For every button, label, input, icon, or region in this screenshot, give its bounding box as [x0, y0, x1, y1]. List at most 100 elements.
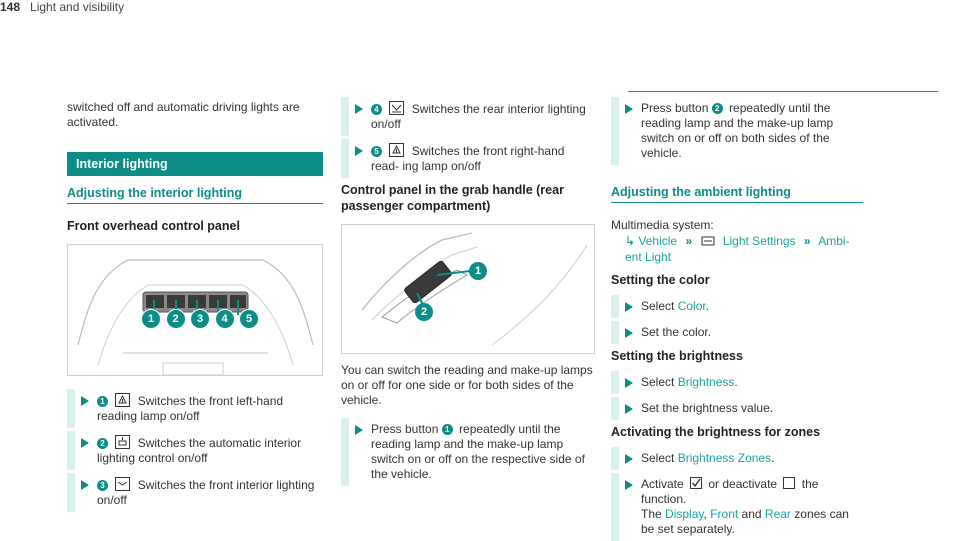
callout-1: 1 [469, 262, 487, 280]
double-chevron-icon: » [803, 234, 811, 248]
callout-3: 3 [190, 309, 210, 329]
rear-link[interactable]: Rear [764, 507, 791, 521]
step-text: Switches the front interior lighting on/… [97, 478, 315, 507]
comma: , [703, 507, 707, 521]
step-1: 1 Switches the front left-hand reading l… [67, 389, 323, 428]
column-1: switched off and automatic driving light… [67, 100, 323, 512]
step-arrow-icon [355, 104, 363, 114]
set-color-step: Set the color. [611, 321, 863, 344]
step-number: 5 [371, 146, 382, 157]
page-header: 148 Light and visibility [0, 0, 960, 14]
period: . [771, 451, 775, 465]
panel-heading-front: Front overhead control panel [67, 219, 240, 233]
step-arrow-icon [625, 404, 633, 414]
display-link[interactable]: Display [665, 507, 704, 521]
double-chevron-icon: » [685, 234, 693, 248]
figure-callouts: 1 2 3 4 5 [141, 309, 259, 329]
reading-lamp-icon [115, 393, 131, 407]
section-bar: Interior lighting [67, 152, 323, 176]
intro-text: switched off and automatic driving light… [67, 100, 300, 129]
section-title: Light and visibility [30, 0, 125, 14]
step-text: Switches the front right-hand read- ing … [371, 144, 565, 173]
step-arrow-icon [81, 480, 89, 490]
step-arrow-icon [625, 378, 633, 388]
checkbox-unchecked-icon [783, 477, 796, 489]
step-text: Select [641, 375, 675, 389]
step-arrow-icon [625, 480, 633, 490]
checkbox-checked-icon [690, 477, 703, 489]
brightness-zones-link[interactable]: Brightness Zones [677, 451, 772, 465]
brightness-link[interactable]: Brightness [677, 375, 735, 389]
step-text: Select [641, 451, 675, 465]
step-arrow-icon [81, 396, 89, 406]
select-zones-step: Select Brightness Zones. [611, 447, 863, 470]
step-text: the function. [641, 477, 819, 506]
light-settings-icon [701, 235, 715, 247]
page-number: 148 [0, 0, 21, 14]
color-heading: Setting the color [611, 273, 710, 287]
step-5: 5 Switches the front right-hand read- in… [341, 139, 595, 178]
select-brightness-step: Select Brightness. [611, 371, 863, 394]
step-3: 3 Switches the front interior lighting o… [67, 473, 323, 512]
zones-heading: Activating the brightness for zones [611, 425, 821, 439]
rear-interior-light-icon [389, 101, 405, 115]
step-text: Select [641, 299, 675, 313]
step-text: Activate [641, 477, 684, 491]
step-text: Switches the rear interior lighting on/o… [371, 102, 586, 131]
callout-2: 2 [415, 303, 433, 321]
step-number: 3 [97, 480, 108, 491]
reading-lamp-icon [389, 143, 405, 157]
button-number: 1 [441, 424, 453, 435]
step-arrow-icon [625, 454, 633, 464]
step-2: 2 Switches the automatic interior lighti… [67, 431, 323, 470]
panel-heading-grab-handle: Control panel in the grab handle (rear p… [341, 183, 564, 213]
brightness-heading: Setting the brightness [611, 349, 743, 363]
path-light-settings-link[interactable]: Light Settings [722, 234, 796, 248]
step-arrow-icon [355, 425, 363, 435]
path-vehicle-link[interactable]: Vehicle [638, 234, 678, 248]
button-number: 2 [711, 103, 723, 114]
grab-handle-illustration [361, 232, 588, 346]
step-text: or deactivate [708, 477, 778, 491]
step-arrow-icon [625, 302, 633, 312]
step-number: 4 [371, 104, 382, 115]
column-2: 4 Switches the rear interior lighting on… [341, 97, 595, 486]
front-link[interactable]: Front [710, 507, 739, 521]
step-text-post: repeatedly until the reading lamp and th… [641, 101, 834, 160]
period: . [705, 299, 710, 313]
subheading-ambient: Adjusting the ambient lighting [611, 185, 863, 203]
grab-handle-paragraph: You can switch the reading and make-up l… [341, 363, 593, 407]
select-color-step: Select Color. [611, 295, 863, 318]
step-text-pre: Press button [371, 422, 439, 436]
step-text: Set the brightness value. [641, 401, 774, 415]
callout-2: 2 [165, 309, 186, 329]
step-text-post: repeatedly until the reading lamp and th… [371, 422, 585, 481]
step-text-pre: Press button [641, 101, 709, 115]
step-arrow-icon [625, 104, 633, 114]
auto-interior-lighting-icon [115, 435, 131, 449]
step-4: 4 Switches the rear interior lighting on… [341, 97, 595, 136]
period: . [734, 375, 738, 389]
subheading-interior: Adjusting the interior lighting [67, 186, 323, 204]
multimedia-label: Multimedia system: [611, 218, 714, 232]
step-arrow-icon [81, 438, 89, 448]
callout-5: 5 [239, 309, 259, 329]
step-arrow-icon [355, 146, 363, 156]
step-text: The [641, 507, 662, 521]
set-brightness-step: Set the brightness value. [611, 397, 863, 420]
front-interior-light-icon [115, 477, 131, 491]
step-text: Switches the automatic interior lighting… [97, 436, 302, 465]
figure-grab-handle-panel: 1 2 [341, 224, 595, 354]
step-text: and [741, 507, 762, 521]
figure-front-overhead-panel: 1 2 3 4 5 [67, 244, 323, 376]
color-link[interactable]: Color [677, 299, 706, 313]
column-3: Press button 2 repeatedly until the read… [611, 97, 863, 541]
activate-step: Activate or deactivate the function. The… [611, 473, 863, 541]
step-arrow-icon [625, 328, 633, 338]
step-text: Set the color. [641, 325, 712, 339]
header-rule [628, 91, 938, 92]
step-number: 1 [97, 396, 108, 407]
press-button-1-step: Press button 1 repeatedly until the read… [341, 418, 595, 486]
path-ambient-light-link[interactable]: Ambi- ent Light [625, 234, 850, 264]
path-arrow-icon: ↳ [625, 234, 636, 248]
